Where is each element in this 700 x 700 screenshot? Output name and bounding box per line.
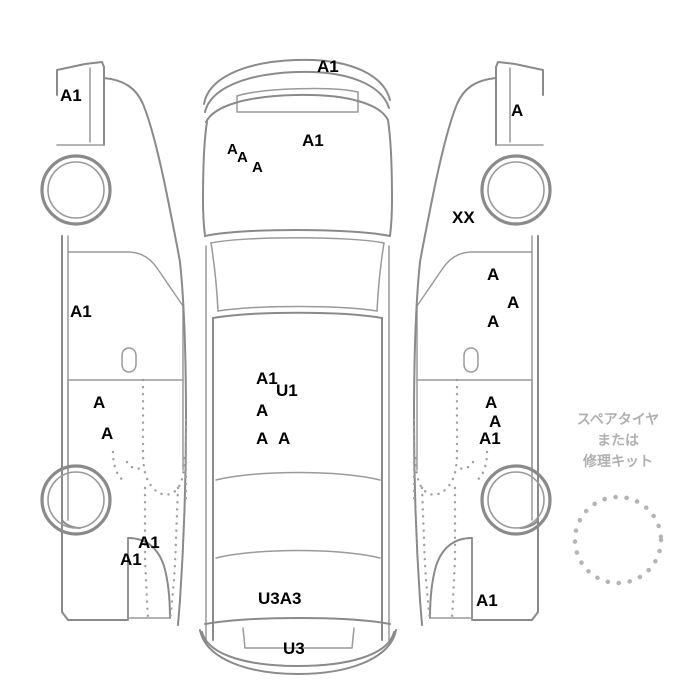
mark-right-rear-door-1: A xyxy=(485,393,498,412)
left-front-wheel xyxy=(40,154,112,226)
mark-roof-a-4: A xyxy=(278,429,291,448)
right-front-wheel xyxy=(480,154,552,226)
mark-roof-u1: U1 xyxy=(276,381,298,400)
mark-hood-left-2: A xyxy=(237,149,248,166)
mark-roof-a-2: A xyxy=(256,401,269,420)
right-side-panel xyxy=(412,61,544,626)
mark-right-rear-door-2: A xyxy=(489,412,502,431)
mark-left-rear-door-upper: A xyxy=(93,393,106,412)
mark-right-front-fender: A xyxy=(511,101,524,120)
mark-left-rear-quarter-upper: A1 xyxy=(138,533,160,552)
mark-hood-left-1: A xyxy=(227,141,238,158)
mark-hood-right: A1 xyxy=(302,131,324,150)
spare-tire-circle xyxy=(572,494,664,586)
mark-left-front-fender: A1 xyxy=(60,86,82,105)
center-top-view xyxy=(199,58,397,675)
left-rear-wheel xyxy=(40,464,112,536)
mark-right-front-pillar: XX xyxy=(452,208,475,227)
mark-left-rear-door-lower: A xyxy=(101,424,114,443)
spare-tire-note-line2: または xyxy=(597,433,639,449)
mark-left-rear-quarter-lower: A1 xyxy=(120,550,142,569)
mark-right-front-door-2: A xyxy=(507,293,520,312)
left-side-panel xyxy=(56,61,188,626)
mark-rear-bumper: U3 xyxy=(283,639,305,658)
spare-tire-note-line3: 修理キット xyxy=(583,454,653,470)
right-rear-wheel xyxy=(480,464,552,536)
mark-right-rear-door-3: A1 xyxy=(479,429,501,448)
mark-right-rear-quarter: A1 xyxy=(476,591,498,610)
mark-left-front-door: A1 xyxy=(70,302,92,321)
mark-roof-a1: A1 xyxy=(256,369,278,388)
mark-trunk: U3A3 xyxy=(258,589,302,608)
mark-hood-left-3: A xyxy=(252,159,263,176)
mark-front-bumper: A1 xyxy=(317,57,339,76)
spare-tire-note-line1: スペアタイヤ xyxy=(576,412,660,428)
mark-right-front-door-1: A xyxy=(487,265,500,284)
mark-right-front-door-3: A xyxy=(487,312,500,331)
mark-roof-a-3: A xyxy=(256,429,269,448)
